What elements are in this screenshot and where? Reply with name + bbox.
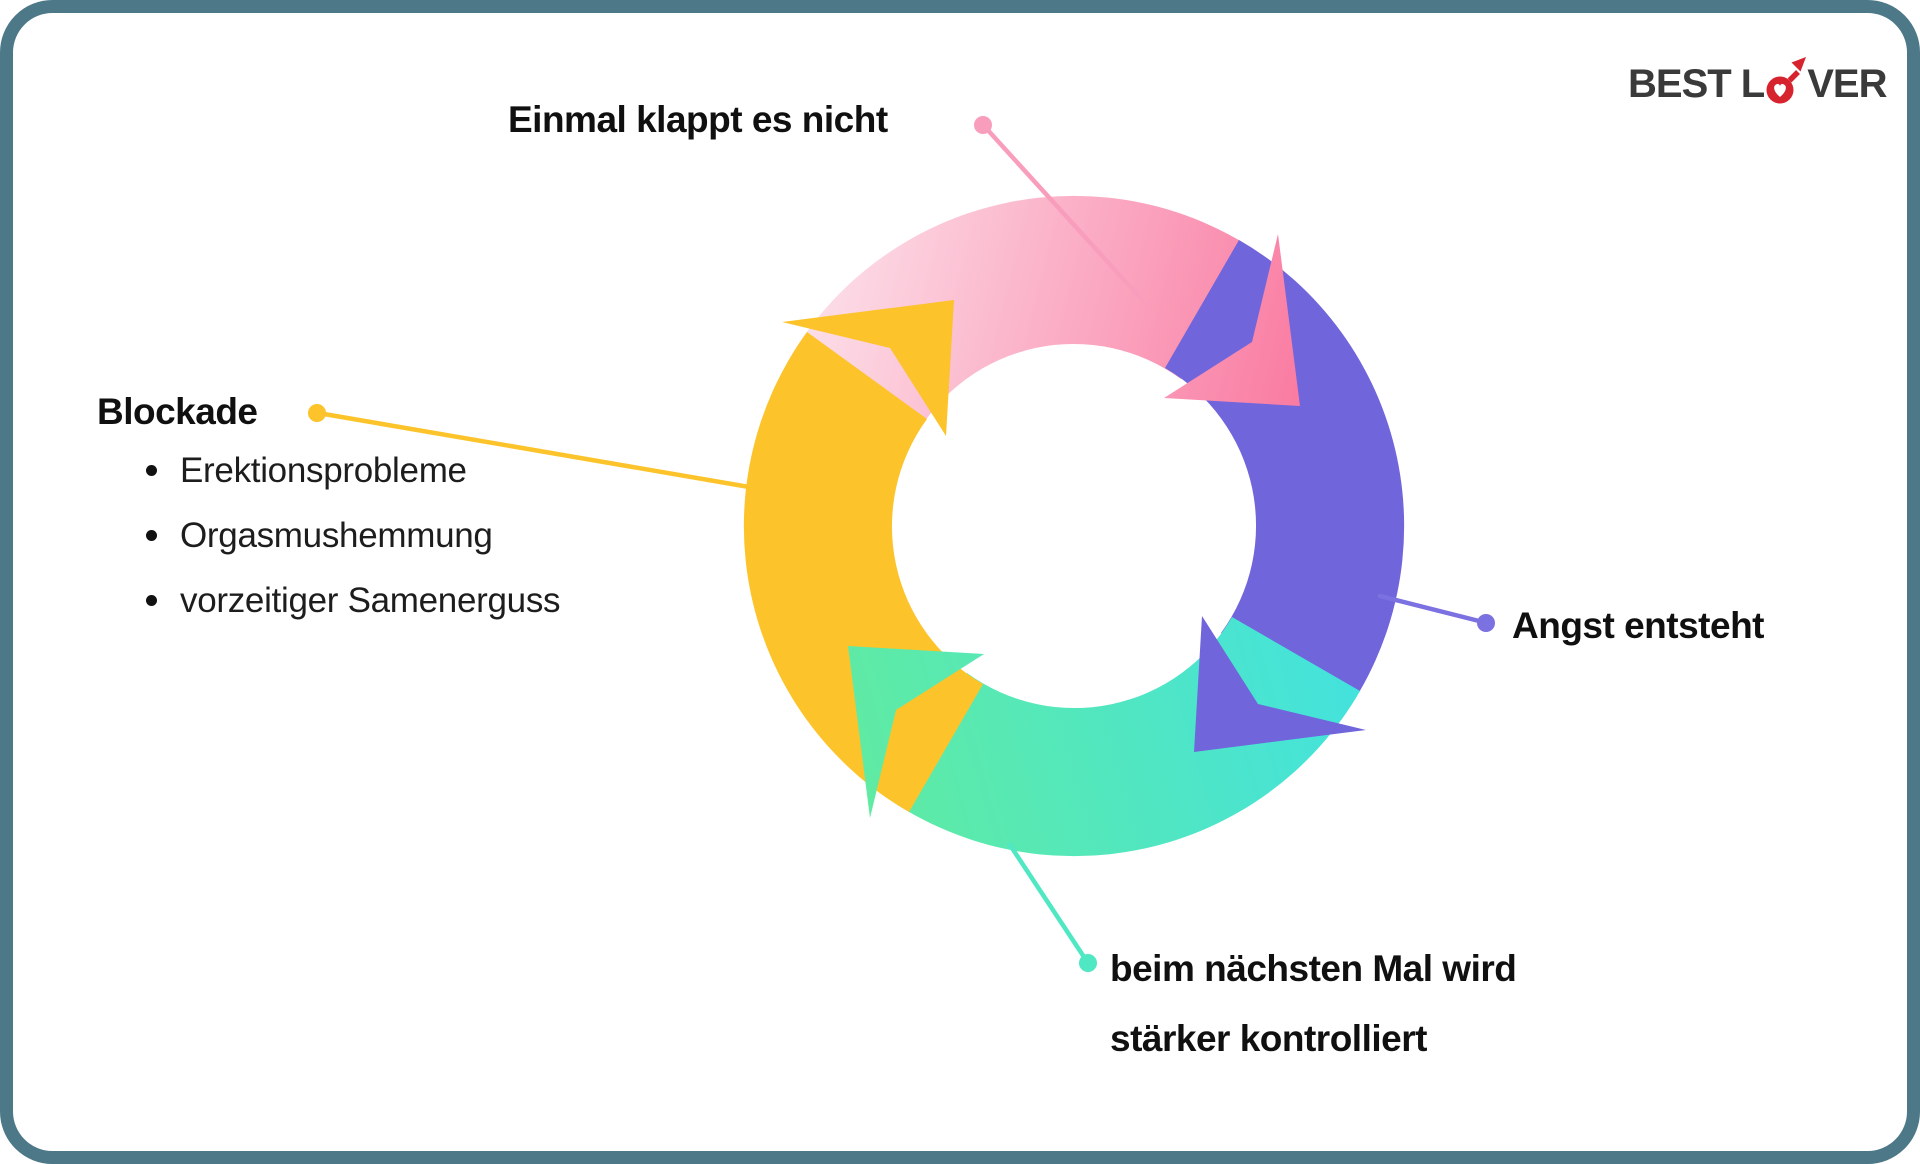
heart-glyph [1774,84,1787,97]
connector-dot-left [308,404,326,422]
connector-line-top [982,124,1148,306]
male-heart-icon [1766,57,1807,104]
brand-logo: BEST L VER [1628,54,1887,106]
teal-arrow-head [848,646,984,818]
step-label-kontrolliert: beim nächsten Mal wird stärker kontrolli… [1110,934,1517,1074]
step-label-angst: Angst entsteht [1512,605,1765,646]
connector-line-right [1377,593,1486,625]
blockade-list-item: Erektionsprobleme [140,438,560,503]
purple-arrow-head [1194,616,1366,752]
step-label-blockade: Blockade [97,391,258,432]
connector-dot-bottom [1079,954,1097,972]
connector-dot-top [974,116,992,134]
blockade-list-item: Orgasmushemmung [140,503,560,568]
step-label-kontrolliert-line2: stärker kontrolliert [1110,1018,1427,1059]
connector-line-left [321,411,758,491]
logo-text-before: BEST L [1628,62,1765,106]
logo-text-after: VER [1807,62,1887,106]
blockade-list: Erektionsprobleme Orgasmushemmung vorzei… [140,438,561,633]
blockade-list-item: vorzeitiger Samenerguss [140,568,561,633]
step-label-einmal: Einmal klappt es nicht [508,99,888,140]
connector-line-bottom [1007,842,1089,963]
step-label-kontrolliert-line1: beim nächsten Mal wird [1110,948,1517,989]
yellow-arrow-head [782,300,954,436]
connector-dot-right [1477,614,1495,632]
pink-arrow-head [1164,234,1300,406]
